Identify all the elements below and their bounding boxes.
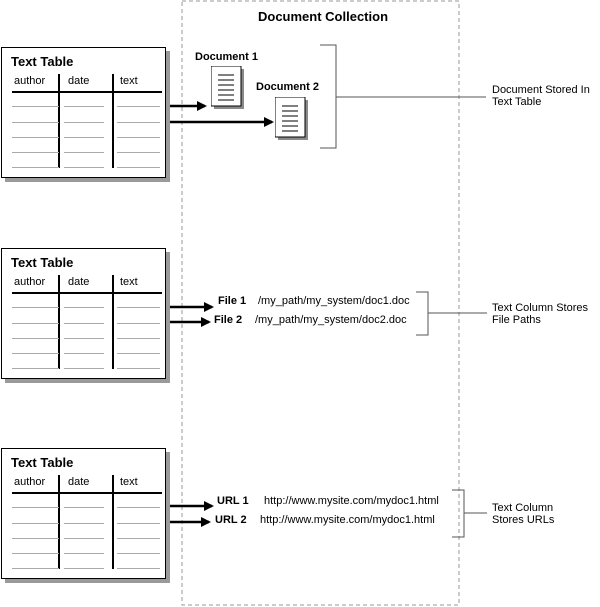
document-2-icon	[274, 96, 309, 146]
table-cell-rule	[12, 152, 59, 153]
url-2-value: http://www.mysite.com/mydoc1.html	[260, 514, 435, 526]
header-rule	[12, 492, 162, 494]
callout-urls-line-2: Stores URLs	[492, 514, 555, 526]
table-cell-rule	[117, 167, 160, 168]
text-table-documents: Text Table author date text	[1, 47, 166, 178]
table-cell-rule	[64, 523, 104, 524]
column-date: date	[68, 476, 90, 488]
table-cell-rule	[117, 106, 160, 107]
column-divider	[112, 275, 114, 369]
table-cell-rule	[64, 323, 104, 324]
text-table-files: Text Table author date text	[1, 248, 166, 379]
table-cell-rule	[64, 338, 104, 339]
table-cell-rule	[117, 368, 160, 369]
column-divider	[58, 74, 60, 168]
column-author: author	[14, 476, 46, 488]
table-cell-rule	[64, 122, 104, 123]
table-cell-rule	[117, 137, 160, 138]
table-cell-rule	[12, 323, 59, 324]
callout-urls-line-1: Text Column	[492, 502, 554, 514]
table-cell-rule	[117, 568, 160, 569]
table-cell-rule	[117, 152, 160, 153]
text-table-title: Text Table	[11, 455, 74, 470]
table-cell-rule	[12, 523, 59, 524]
table-cell-rule	[64, 507, 104, 508]
table-cell-rule	[117, 507, 160, 508]
table-cell-rule	[64, 307, 104, 308]
table-cell-rule	[12, 568, 59, 569]
table-cell-rule	[117, 323, 160, 324]
table-cell-rule	[64, 152, 104, 153]
file-2-path: /my_path/my_system/doc2.doc	[255, 314, 407, 326]
column-divider	[58, 475, 60, 569]
table-cell-rule	[117, 338, 160, 339]
table-cell-rule	[12, 307, 59, 308]
file-1-label: File 1	[218, 295, 247, 307]
text-table-urls: Text Table author date text	[1, 448, 166, 579]
table-cell-rule	[117, 523, 160, 524]
table-cell-rule	[64, 568, 104, 569]
table-cell-rule	[64, 106, 104, 107]
table-cell-rule	[12, 338, 59, 339]
callout-files: Text Column Stores File Paths	[492, 302, 588, 326]
column-divider	[112, 475, 114, 569]
header-rule	[12, 292, 162, 294]
table-cell-rule	[117, 353, 160, 354]
table-cell-rule	[117, 122, 160, 123]
table-cell-rule	[12, 553, 59, 554]
table-cell-rule	[64, 353, 104, 354]
column-author: author	[14, 75, 46, 87]
column-date: date	[68, 75, 90, 87]
collection-title: Document Collection	[258, 9, 389, 24]
file-2-label: File 2	[214, 314, 243, 326]
table-cell-rule	[12, 507, 59, 508]
callout-files-line-1: Text Column Stores	[492, 302, 588, 314]
callout-documents-line-1: Document Stored In	[492, 84, 590, 96]
table-cell-rule	[12, 368, 59, 369]
callout-files-line-2: File Paths	[492, 314, 541, 326]
column-author: author	[14, 276, 46, 288]
callout-documents: Document Stored In Text Table	[492, 84, 590, 108]
column-text: text	[120, 476, 138, 488]
table-cell-rule	[12, 353, 59, 354]
table-cell-rule	[117, 538, 160, 539]
table-cell-rule	[12, 137, 59, 138]
column-text: text	[120, 276, 138, 288]
table-cell-rule	[64, 538, 104, 539]
urls-bracket	[452, 489, 465, 538]
documents-bracket	[320, 44, 337, 149]
table-cell-rule	[64, 368, 104, 369]
table-cell-rule	[12, 106, 59, 107]
files-bracket	[416, 291, 429, 336]
callout-urls: Text Column Stores URLs	[492, 502, 554, 526]
column-text: text	[120, 75, 138, 87]
file-1-path: /my_path/my_system/doc1.doc	[258, 295, 410, 307]
document-1-icon	[210, 65, 245, 115]
table-cell-rule	[12, 538, 59, 539]
url-1-label: URL 1	[217, 495, 249, 507]
text-table-title: Text Table	[11, 54, 74, 69]
table-cell-rule	[117, 553, 160, 554]
table-cell-rule	[64, 553, 104, 554]
table-cell-rule	[64, 137, 104, 138]
header-rule	[12, 91, 162, 93]
column-divider	[58, 275, 60, 369]
url-1-value: http://www.mysite.com/mydoc1.html	[264, 495, 439, 507]
url-2-label: URL 2	[215, 514, 247, 526]
column-divider	[112, 74, 114, 168]
text-table-title: Text Table	[11, 255, 74, 270]
document-1-label: Document 1	[195, 51, 258, 63]
column-date: date	[68, 276, 90, 288]
table-cell-rule	[117, 307, 160, 308]
table-cell-rule	[64, 167, 104, 168]
table-cell-rule	[12, 122, 59, 123]
callout-documents-line-2: Text Table	[492, 96, 542, 108]
table-cell-rule	[12, 167, 59, 168]
collection-boundary	[181, 0, 460, 606]
document-2-label: Document 2	[256, 81, 319, 93]
